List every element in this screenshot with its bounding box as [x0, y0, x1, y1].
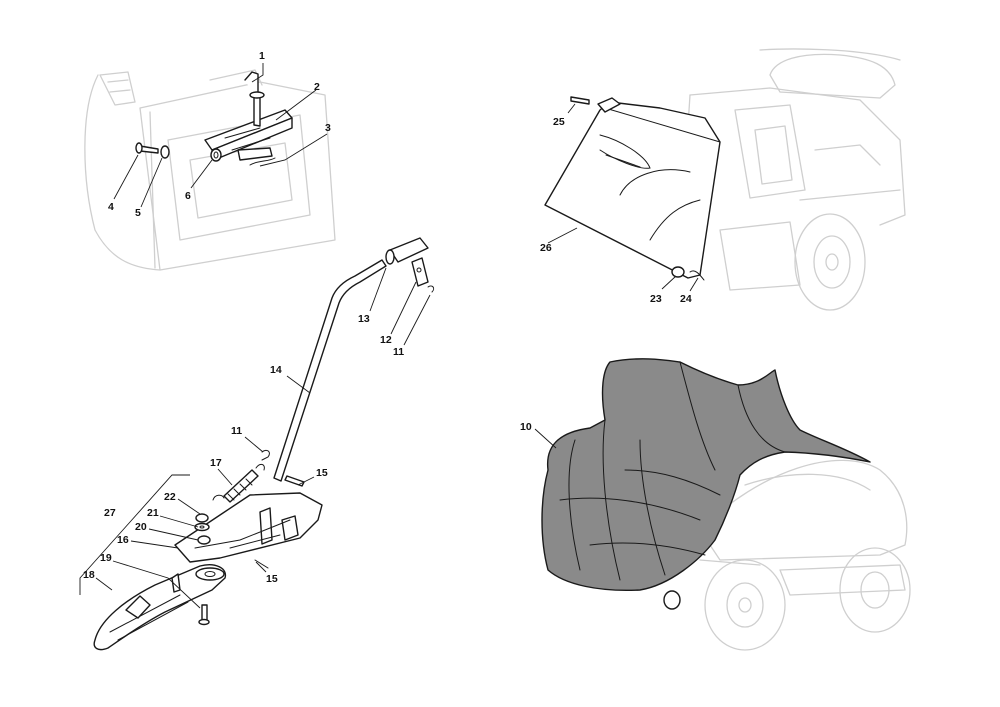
part-6-nut	[210, 148, 222, 162]
callout-15-upper: 15	[316, 467, 328, 479]
callout-11-upper: 11	[393, 346, 404, 358]
part-1-hitch-pin	[244, 71, 265, 127]
part-21-washer	[194, 522, 210, 532]
rear-panel-ghost	[84, 69, 336, 271]
part-16-pedal-plate	[174, 492, 323, 563]
part-18-foot-pedal	[93, 564, 227, 651]
part-11-split-pin-lower	[261, 449, 270, 461]
part-13-handle-grip	[385, 237, 429, 265]
callout-10: 10	[520, 421, 532, 433]
part-27-bracket-indicator	[79, 474, 190, 595]
callout-1: 1	[259, 50, 265, 62]
callout-3: 3	[325, 122, 331, 134]
part-3-spring-clip	[237, 147, 276, 166]
callout-17: 17	[210, 457, 222, 469]
callout-2: 2	[314, 81, 320, 93]
part-15-pin-lower	[254, 559, 269, 569]
part-5-washer	[160, 145, 170, 159]
callout-5: 5	[135, 207, 141, 219]
callout-14: 14	[270, 364, 282, 376]
part-23-knob	[671, 266, 685, 278]
part-14-lever-rod	[273, 259, 387, 482]
part-15-pin-upper	[284, 475, 305, 487]
part-26-grass-collector	[544, 97, 721, 279]
part-10-protective-cover	[541, 358, 871, 592]
callout-13: 13	[358, 313, 370, 325]
part-20-bushing	[197, 535, 211, 545]
callout-16: 16	[117, 534, 129, 546]
callout-23: 23	[650, 293, 662, 305]
callout-19: 19	[100, 552, 112, 564]
part-24-spring	[689, 270, 705, 281]
tractor-front-ghost	[559, 459, 911, 651]
callout-4: 4	[108, 201, 114, 213]
callout-11-lower: 11	[231, 425, 242, 437]
part-12-lock-lever	[411, 257, 429, 287]
part-11-split-pin-upper	[427, 285, 435, 293]
cover-front-caster-ghost	[663, 590, 681, 610]
callout-12: 12	[380, 334, 392, 346]
part-25-pin	[570, 96, 590, 105]
callout-27: 27	[104, 507, 116, 519]
part-22-nut	[195, 513, 209, 523]
part-17-tension-spring	[212, 463, 265, 503]
callout-15-lower: 15	[266, 573, 278, 585]
callout-21: 21	[147, 507, 159, 519]
leader-lines	[95, 63, 699, 609]
part-4-bolt	[135, 142, 159, 154]
callout-25: 25	[553, 116, 565, 128]
part-19-screw	[198, 604, 210, 626]
callout-26: 26	[540, 242, 552, 254]
callout-24: 24	[680, 293, 692, 305]
callout-6: 6	[185, 190, 191, 202]
callout-20: 20	[135, 521, 147, 533]
callout-18: 18	[83, 569, 95, 581]
callout-22: 22	[164, 491, 176, 503]
